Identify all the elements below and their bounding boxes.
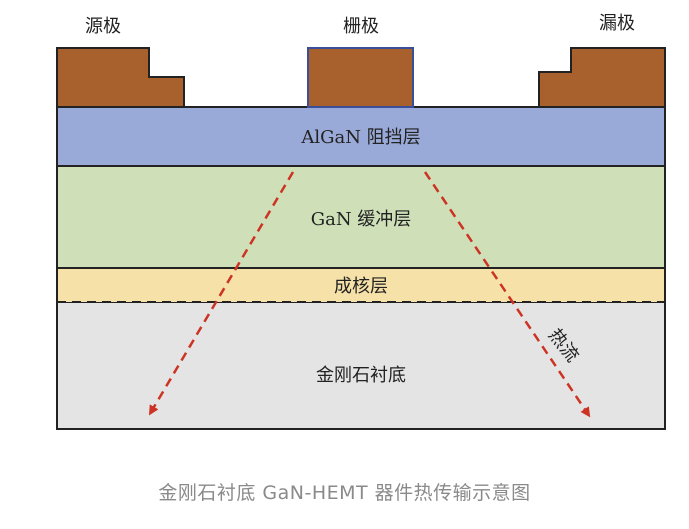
nucleation-label: 成核层 bbox=[334, 276, 388, 297]
source-label: 源极 bbox=[85, 16, 121, 37]
heat-arrow-right bbox=[423, 171, 591, 418]
drain-electrode bbox=[538, 47, 666, 108]
source-electrode bbox=[56, 47, 185, 108]
heat-arrow-left bbox=[148, 171, 295, 416]
drain-label: 漏极 bbox=[599, 13, 635, 34]
barrier-layer bbox=[56, 106, 666, 167]
barrier-label: AlGaN 阻挡层 bbox=[300, 127, 420, 148]
buffer-label: GaN 缓冲层 bbox=[311, 209, 412, 230]
gate-electrode bbox=[307, 47, 414, 108]
nucleation-layer bbox=[57, 268, 665, 302]
substrate-label: 金刚石衬底 bbox=[316, 365, 406, 386]
gate-label: 栅极 bbox=[343, 16, 379, 37]
figure-caption: 金刚石衬底 GaN-HEMT 器件热传输示意图 bbox=[158, 482, 531, 504]
